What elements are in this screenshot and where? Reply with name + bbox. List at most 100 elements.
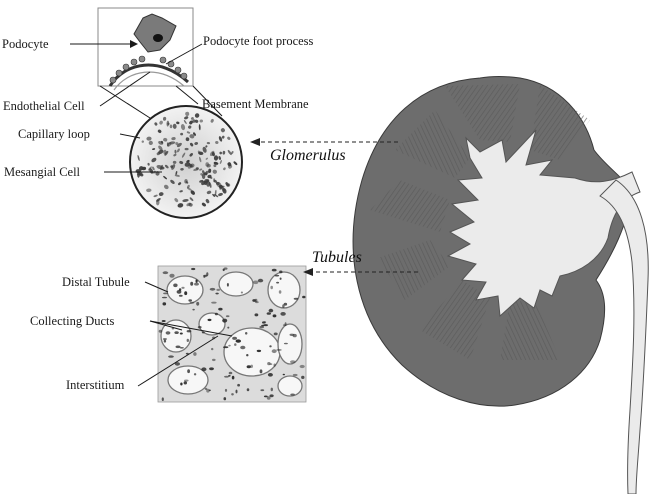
tubule-nucleus [280, 278, 282, 280]
tubule-nucleus [232, 376, 235, 380]
tubule-nucleus [173, 284, 177, 288]
tubule-nucleus [293, 374, 298, 376]
tubule-nucleus [232, 337, 237, 340]
tubule-nucleus [237, 384, 240, 387]
label-podocyte-foot-process: Podocyte foot process [203, 34, 314, 48]
tubule-nucleus [193, 352, 196, 356]
tubule-nucleus [294, 298, 299, 300]
tubule-nucleus [236, 390, 238, 394]
tubule-nucleus [192, 309, 194, 311]
tubule-nucleus [225, 389, 227, 392]
tubule-nucleus [190, 282, 193, 286]
tubule-nucleus [210, 288, 216, 291]
tubule-nucleus [273, 314, 277, 317]
tubule-nucleus [163, 271, 169, 274]
tubule-nucleus [196, 279, 198, 282]
tubule-nucleus [176, 346, 181, 349]
tubule-nucleus [179, 295, 183, 297]
tubule-nucleus [245, 332, 247, 335]
callout-tubules: Tubules [312, 249, 362, 266]
tubule-nucleus [194, 283, 199, 286]
tubule-nucleus [269, 309, 274, 313]
tubule-nucleus [247, 365, 251, 368]
tubule-nucleus [187, 369, 190, 373]
tubule-nucleus [196, 302, 199, 306]
label-mesangial-cell: Mesangial Cell [4, 165, 81, 179]
tubule-nucleus [180, 333, 183, 335]
tubule-nucleus [275, 275, 280, 277]
kidney [353, 77, 648, 494]
podocyte-nucleus-icon [153, 34, 163, 42]
tubule-nucleus [276, 349, 281, 351]
tubule-nucleus [162, 397, 164, 401]
tubule-nucleus [229, 372, 233, 375]
tubule-nucleus [222, 319, 227, 323]
tubule-nucleus [260, 389, 264, 391]
tubule-nucleus [211, 348, 213, 350]
tubule-nucleus [272, 349, 277, 353]
tubule-nucleus [240, 346, 245, 350]
tubule-nucleus [224, 267, 228, 269]
tubule-nucleus [264, 396, 268, 398]
tubule-nucleus [224, 376, 229, 378]
tubule-nucleus [218, 308, 222, 311]
tubule-nucleus [272, 269, 277, 272]
label-collecting-ducts: Collecting Ducts [30, 314, 114, 328]
tubule-nucleus [159, 330, 162, 333]
tubule-nucleus [184, 380, 189, 382]
tubule-nucleus [290, 334, 295, 336]
tubule-nucleus [280, 312, 285, 316]
tubule-nucleus [234, 343, 236, 346]
tubule-nucleus [276, 282, 279, 284]
tubule-nucleus [255, 313, 259, 316]
tubule-nucleus [209, 390, 211, 392]
tubule-nucleus [255, 299, 258, 302]
label-endothelial-cell: Endothelial Cell [3, 99, 85, 113]
tubule-nucleus [226, 315, 230, 317]
tubule-nucleus [302, 296, 305, 299]
tubule-nucleus [279, 290, 282, 293]
tubule-nucleus [301, 376, 304, 379]
tubule-nucleus [187, 330, 192, 332]
tubule-nucleus [241, 292, 243, 294]
tubule-nucleus [279, 271, 282, 274]
tubule-nucleus [216, 289, 220, 291]
tubule-nucleus [274, 333, 278, 336]
tubule-nucleus [184, 381, 187, 384]
tubule-nucleus [215, 313, 218, 316]
tubule-nucleus [260, 369, 263, 373]
tubule-nucleus [257, 350, 261, 352]
tubule-nucleus [227, 327, 229, 329]
tubule-nucleus [215, 293, 218, 295]
tubule-nucleus [271, 388, 273, 392]
tubule-nucleus [163, 293, 168, 295]
tubule-nucleus [166, 331, 171, 334]
label-capillary-loop: Capillary loop [18, 127, 90, 141]
tubule-nucleus [227, 283, 229, 287]
tubule-nucleus [208, 319, 212, 321]
tubule-nucleus [236, 339, 241, 342]
tubule-nucleus [201, 367, 206, 371]
tubule-nucleus [268, 373, 273, 377]
tubule-nucleus [290, 394, 295, 396]
tubule-nucleus [191, 268, 195, 270]
tubule-nucleus [262, 321, 265, 323]
tubule-nucleus [179, 288, 181, 291]
tubule-nucleus [284, 343, 288, 345]
tubule-nucleus [270, 394, 274, 397]
label-podocyte: Podocyte [2, 37, 49, 51]
tubule-nucleus [224, 397, 227, 400]
callout-glomerulus: Glomerulus [270, 147, 346, 164]
tubule-nucleus [270, 286, 273, 289]
tubule-nucleus [174, 331, 178, 334]
tubule-nucleus [267, 396, 271, 399]
tubule-nucleus [274, 364, 276, 367]
tubule-nucleus [184, 291, 187, 295]
tubule-nucleus [223, 346, 228, 348]
tubule-nucleus [283, 324, 286, 326]
glomerulus-cell [185, 148, 189, 150]
glomerulus-cell [137, 173, 142, 175]
tubule-nucleus [247, 388, 250, 391]
tubule-nucleus [300, 365, 305, 368]
